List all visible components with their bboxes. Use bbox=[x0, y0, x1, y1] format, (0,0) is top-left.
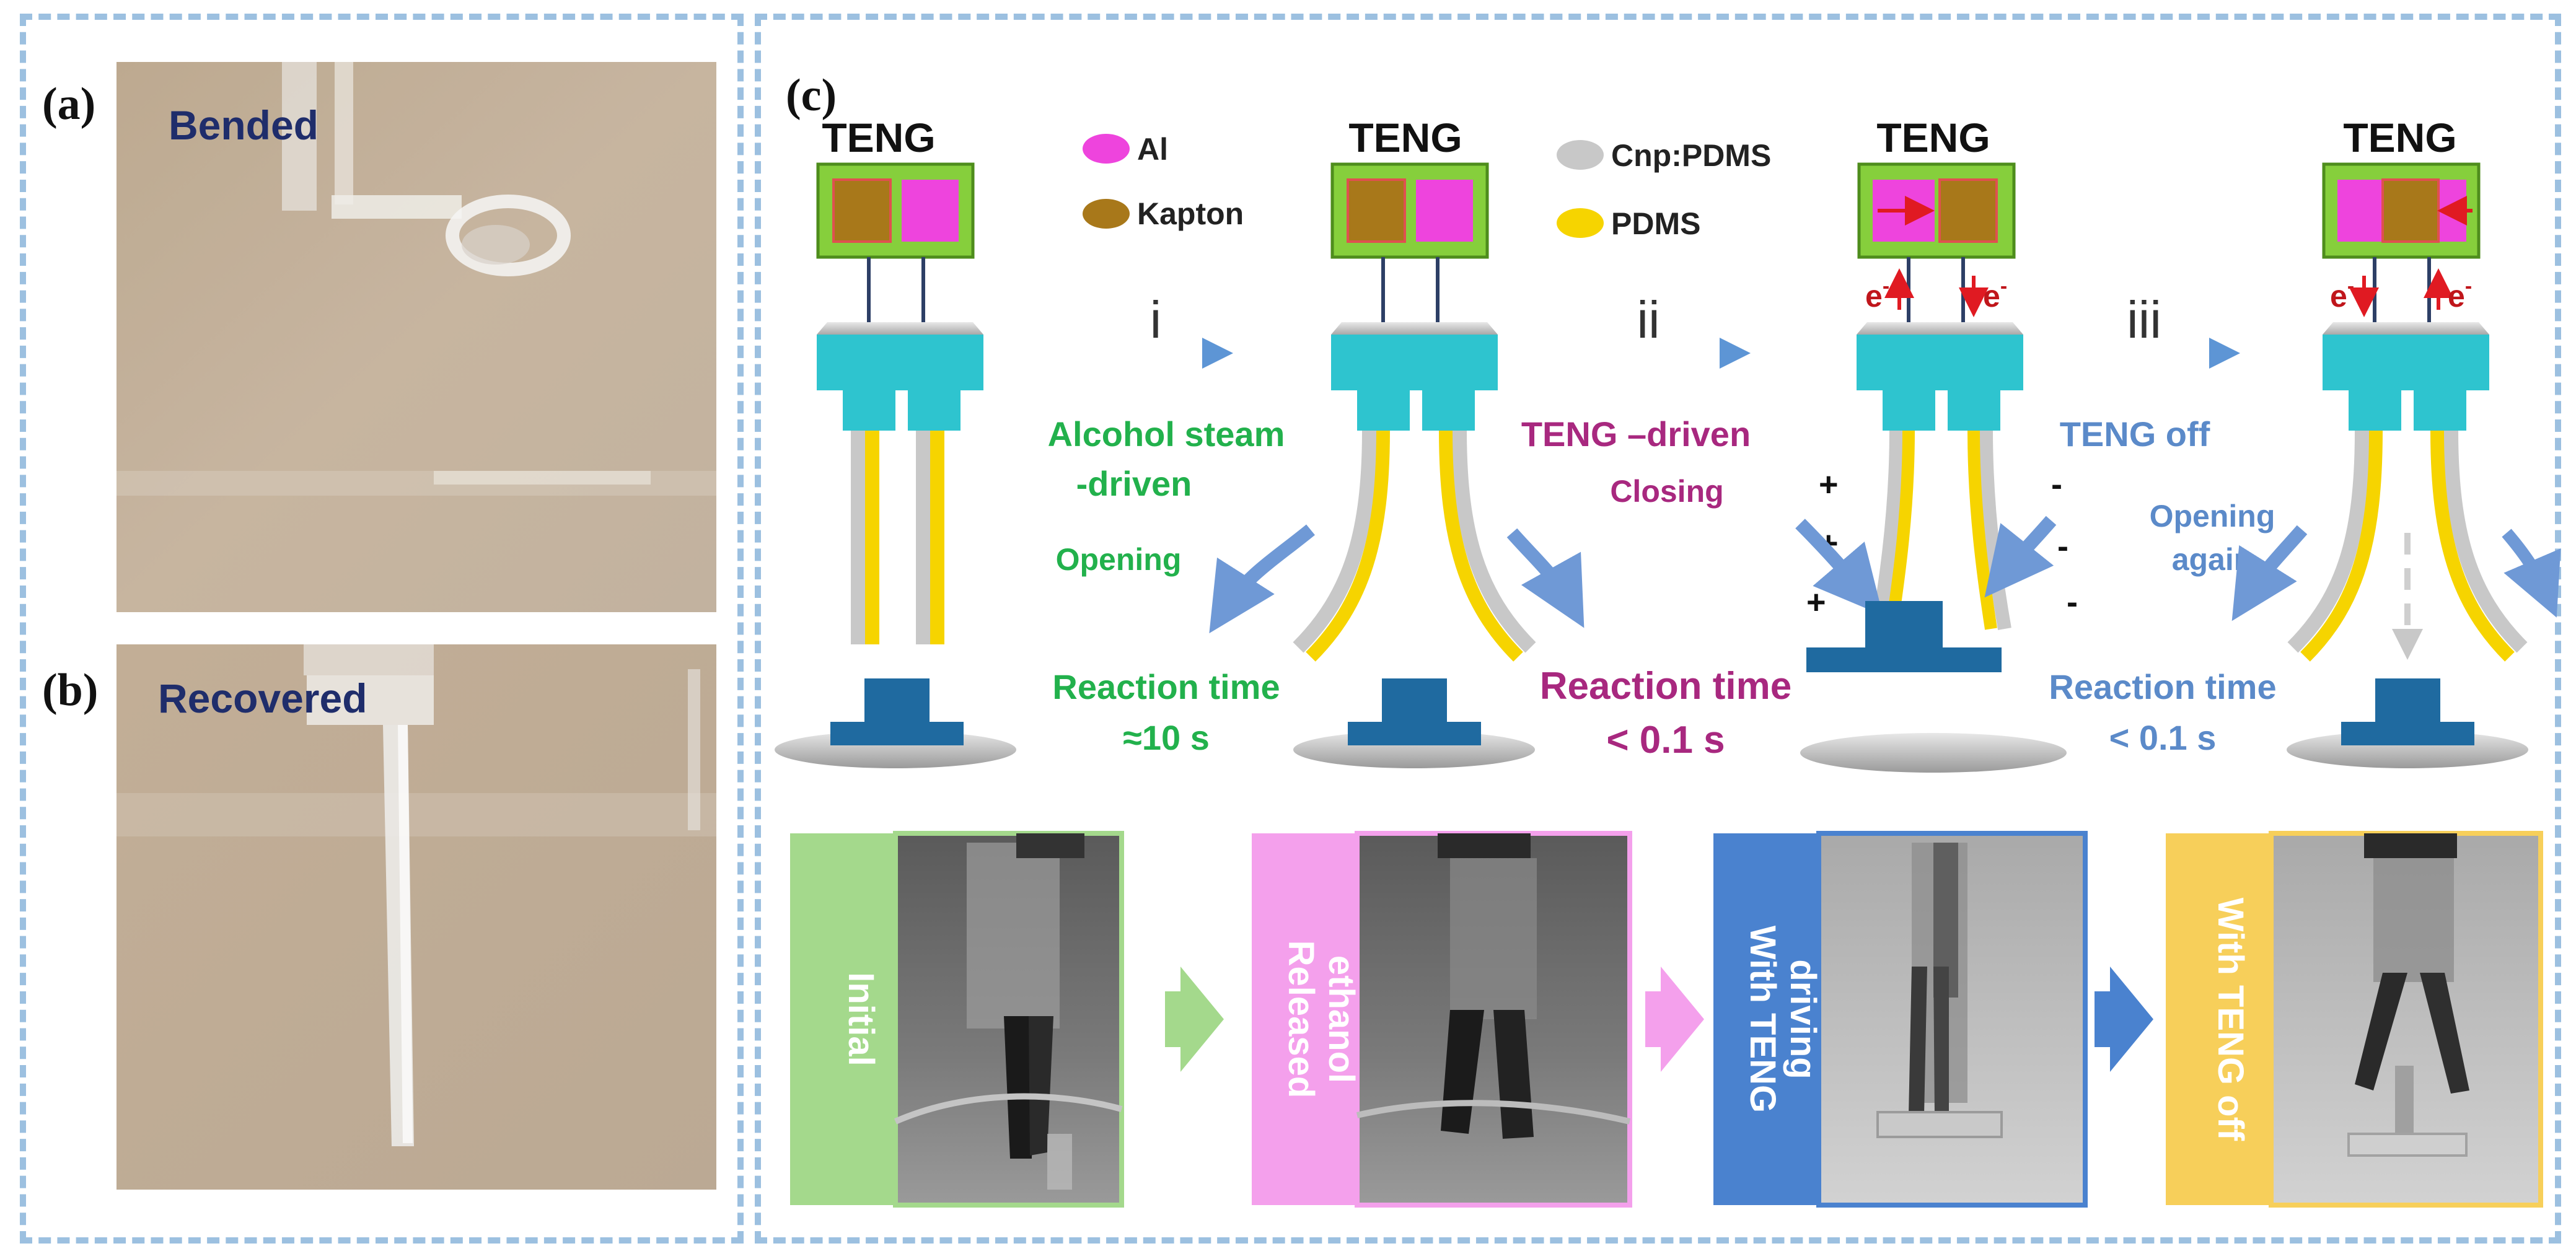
electron-right: e- bbox=[1983, 274, 2007, 314]
step-iii-label: iii bbox=[2127, 291, 2161, 349]
bended-label: Bended bbox=[169, 102, 319, 148]
step-i-arrow: i bbox=[1084, 291, 1233, 369]
teng-tab bbox=[1713, 833, 1819, 1205]
flow-arrow-1 bbox=[1165, 967, 1224, 1072]
step2-motion: Closing bbox=[1610, 474, 1723, 509]
teng-title: TENG bbox=[2343, 115, 2456, 160]
recovered-label: Recovered bbox=[158, 675, 367, 721]
electron-left: e- bbox=[1865, 274, 1889, 314]
plus-sign: + bbox=[1819, 466, 1839, 503]
panel-c-letter: (c) bbox=[786, 70, 837, 121]
stage-closed: TENG e- e- + + + - - - bbox=[1795, 115, 2078, 773]
photo-released bbox=[1252, 831, 1632, 1208]
flow-arrow-2 bbox=[1645, 967, 1704, 1072]
teng-driving-label-line2: driving bbox=[1783, 959, 1823, 1079]
step1-driver-line2: -driven bbox=[1076, 464, 1192, 503]
legend-kapton: Kapton bbox=[1137, 196, 1244, 231]
legend-pdms: PDMS bbox=[1611, 206, 1700, 241]
photo-recovered bbox=[116, 644, 716, 1190]
legend-al: Al bbox=[1137, 132, 1168, 167]
stage-opened: TENG bbox=[1209, 115, 1585, 768]
step2-driver: TENG –driven bbox=[1521, 415, 1751, 454]
released-label-line1: Released bbox=[1281, 941, 1321, 1099]
acrylic-post bbox=[282, 62, 317, 211]
legend-cnp-pdms-swatch bbox=[1557, 140, 1604, 170]
step1-motion: Opening bbox=[1056, 542, 1182, 577]
ethanol-tab bbox=[1252, 833, 1357, 1205]
plus-sign: + bbox=[1806, 584, 1826, 621]
stage-initial: TENG bbox=[775, 115, 1016, 768]
flow-arrow-3 bbox=[2095, 967, 2153, 1072]
bent-strip bbox=[446, 195, 571, 276]
al-layer bbox=[902, 180, 959, 242]
legend-pdms-swatch bbox=[1557, 208, 1604, 238]
panel-ab-frame bbox=[20, 14, 744, 1244]
minus-sign: - bbox=[2051, 466, 2062, 503]
target-base bbox=[830, 722, 964, 745]
photo-initial bbox=[790, 831, 1124, 1208]
teng-title: TENG bbox=[1876, 115, 1990, 160]
holder bbox=[817, 335, 983, 390]
kapton-layer bbox=[832, 178, 892, 243]
step3-driver: TENG off bbox=[2060, 415, 2210, 454]
electron-left: e- bbox=[2330, 274, 2354, 314]
teng-driving-label-line1: With TENG bbox=[1743, 926, 1783, 1113]
initial-label: Initial bbox=[841, 972, 881, 1066]
panel-b-letter: (b) bbox=[42, 665, 98, 716]
pdms-layer bbox=[865, 431, 879, 644]
initial-tab bbox=[790, 833, 895, 1205]
step2-time-line1: Reaction time bbox=[1540, 665, 1792, 708]
step1-driver-line1: Alcohol steam bbox=[1048, 415, 1285, 454]
legend: Al Kapton Cnp:PDMS PDMS bbox=[1083, 132, 1771, 241]
panel-c-frame bbox=[755, 14, 2561, 1244]
photo-teng-off bbox=[2166, 831, 2543, 1208]
step-iii-arrow: iii bbox=[2060, 291, 2240, 369]
photo-teng-driving bbox=[1713, 831, 2088, 1208]
step3-motion-line2: again bbox=[2172, 542, 2253, 577]
panel-a-letter: (a) bbox=[42, 79, 95, 129]
cnp-pdms-layer bbox=[851, 431, 865, 644]
step-i-label: i bbox=[1150, 291, 1162, 349]
stage-reopened: TENG e- e- bbox=[2231, 115, 2561, 768]
clamp-block bbox=[307, 675, 434, 725]
teng-title: TENG bbox=[822, 115, 935, 160]
teng-title: TENG bbox=[1348, 115, 1462, 160]
off-tab bbox=[2166, 833, 2271, 1205]
legend-al-swatch bbox=[1083, 134, 1130, 164]
teng-off-label: With TENG off bbox=[2210, 898, 2251, 1141]
step3-time-line1: Reaction time bbox=[2049, 667, 2276, 706]
legend-kapton-swatch bbox=[1083, 199, 1130, 229]
released-label-line2: ethanol bbox=[1321, 955, 1361, 1083]
step1-time-line1: Reaction time bbox=[1052, 667, 1280, 706]
electron-right: e- bbox=[2448, 274, 2472, 314]
photo-bended bbox=[116, 62, 716, 612]
step-ii-arrow: ii bbox=[1577, 291, 1751, 369]
step1-time-line2: ≈10 s bbox=[1123, 718, 1210, 757]
step2-time-line2: < 0.1 s bbox=[1606, 719, 1725, 761]
minus-sign: - bbox=[2067, 584, 2078, 621]
minus-sign: - bbox=[2057, 528, 2068, 565]
clamp-block bbox=[332, 195, 462, 219]
step3-time-line2: < 0.1 s bbox=[2109, 718, 2217, 757]
step-ii-label: ii bbox=[1637, 291, 1659, 349]
legend-cnp-pdms: Cnp:PDMS bbox=[1611, 138, 1771, 173]
step3-motion-line1: Opening bbox=[2150, 499, 2275, 533]
